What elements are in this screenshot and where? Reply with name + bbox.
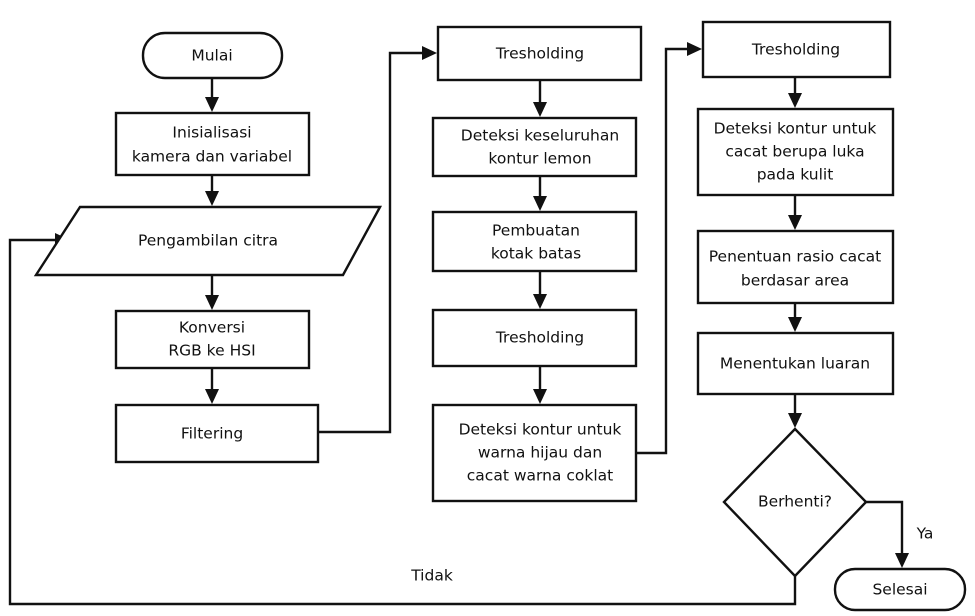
- decision-label: Berhenti?: [758, 493, 832, 511]
- arrow-head: [533, 196, 547, 211]
- detect-wound-label-line1: Deteksi kontur untuk: [714, 120, 877, 138]
- arrow-head: [788, 93, 802, 108]
- filter-process: Filtering: [114, 403, 320, 464]
- arrow-head: [533, 102, 547, 117]
- ratio-process: Penentuan rasio cacat berdasar area: [696, 229, 895, 305]
- arrow-head: [788, 317, 802, 332]
- end-terminal: Selesai: [833, 567, 967, 612]
- arrow-head: [788, 413, 802, 428]
- ratio-label-line1: Penentuan rasio cacat: [709, 248, 881, 266]
- arrow-head: [533, 389, 547, 404]
- detect-wound-label-line2: cacat berupa luka: [725, 143, 864, 161]
- detect-wound-process: Deteksi kontur untuk cacat berupa luka p…: [696, 107, 895, 197]
- bbox-process: Pembuatan kotak batas: [431, 210, 638, 273]
- bbox-label-line2: kotak batas: [491, 245, 581, 263]
- threshold-2-label: Tresholding: [495, 329, 584, 347]
- end-label: Selesai: [872, 581, 927, 599]
- start-terminal: Mulai: [141, 31, 284, 80]
- start-label: Mulai: [191, 47, 232, 65]
- detect-all-process: Deteksi keseluruhan kontur lemon: [431, 116, 638, 178]
- detect-green-label-line1: Deteksi kontur untuk: [459, 421, 622, 439]
- threshold-2-process: Tresholding: [431, 308, 638, 368]
- no-label: Tidak: [410, 567, 453, 585]
- capture-io: Pengambilan citra: [33, 205, 383, 277]
- output-process: Menentukan luaran: [696, 331, 895, 396]
- arrow-head: [533, 294, 547, 309]
- yes-label: Ya: [916, 525, 934, 543]
- arrow-head: [205, 97, 219, 112]
- arrow-head: [422, 46, 437, 60]
- detect-green-label-line3: cacat warna coklat: [467, 467, 613, 485]
- detect-green-label-line2: warna hijau dan: [478, 444, 602, 462]
- arrow-head: [788, 215, 802, 230]
- bbox-label-line1: Pembuatan: [492, 222, 580, 240]
- convert-label-line1: Konversi: [179, 319, 245, 337]
- arrow-head: [895, 553, 909, 568]
- arrow-head: [205, 191, 219, 206]
- convert-label-line2: RGB ke HSI: [168, 342, 255, 360]
- detect-green-process: Deteksi kontur untuk warna hijau dan cac…: [431, 403, 638, 503]
- init-label-line1: Inisialisasi: [172, 124, 251, 142]
- threshold-1-process: Tresholding: [436, 25, 643, 82]
- detect-all-label-line2: kontur lemon: [488, 150, 591, 168]
- convert-process: Konversi RGB ke HSI: [114, 309, 311, 370]
- detect-wound-label-line3: pada kulit: [757, 166, 834, 184]
- arrow-head: [687, 42, 702, 56]
- detect-all-label-line1: Deteksi keseluruhan: [461, 127, 619, 145]
- ratio-label-line2: berdasar area: [741, 272, 849, 290]
- init-label-line2: kamera dan variabel: [132, 148, 292, 166]
- capture-label: Pengambilan citra: [138, 232, 278, 250]
- threshold-1-label: Tresholding: [495, 45, 584, 63]
- threshold-3-label: Tresholding: [751, 41, 840, 59]
- output-label: Menentukan luaran: [720, 355, 870, 373]
- connectors: [8, 42, 909, 606]
- threshold-3-process: Tresholding: [701, 20, 892, 79]
- filter-label: Filtering: [181, 425, 243, 443]
- arrow-head: [205, 295, 219, 310]
- arrow-head: [205, 389, 219, 404]
- init-process: Inisialisasi kamera dan variabel: [114, 111, 311, 177]
- stop-decision: Berhenti?: [722, 427, 868, 578]
